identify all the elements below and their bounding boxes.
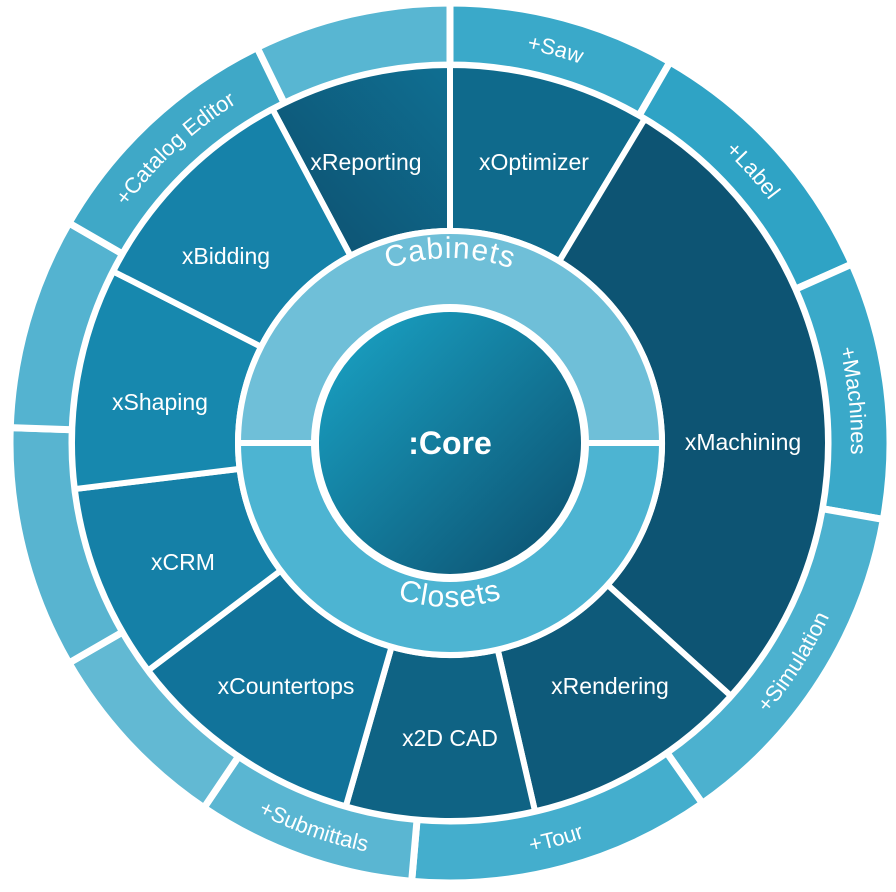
- module-label: xRendering: [551, 673, 669, 699]
- module-label: xShaping: [112, 389, 208, 415]
- addon-ring: [6, 0, 894, 887]
- core-disc: [315, 308, 585, 578]
- module-label: xCountertops: [218, 673, 355, 699]
- module-label: xCRM: [151, 549, 215, 575]
- cabinets-segment: [234, 228, 666, 446]
- module-label: xMachining: [685, 429, 801, 455]
- module-label: xOptimizer: [479, 149, 589, 175]
- core-circle: [315, 308, 585, 578]
- closets-segment: [234, 440, 666, 658]
- core-label: :Core: [408, 425, 492, 461]
- module-label: x2D CAD: [402, 725, 498, 751]
- module-label: xReporting: [310, 149, 421, 175]
- module-label: xBidding: [182, 243, 270, 269]
- product-ring: [234, 228, 666, 658]
